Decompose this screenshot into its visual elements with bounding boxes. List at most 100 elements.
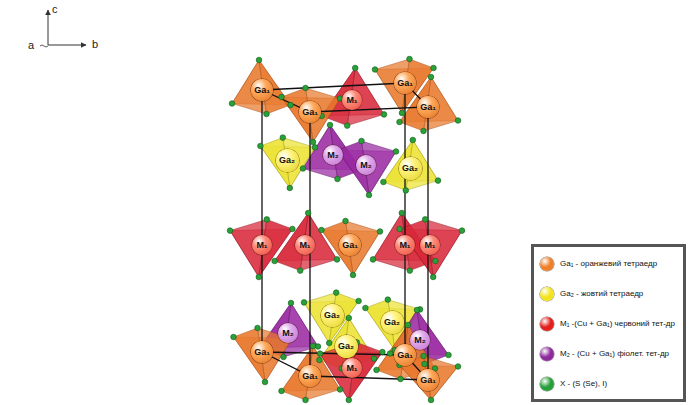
x-atom (397, 119, 403, 125)
x-atom (381, 112, 387, 118)
atom-label: M₂ (282, 329, 294, 338)
x-atom (356, 298, 362, 304)
atom-label: Ga₂ (384, 318, 400, 327)
x-atom (312, 145, 318, 151)
atom-label: Ga₁ (342, 241, 358, 250)
atom-label: M₂ (327, 151, 339, 160)
legend-swatch (540, 347, 554, 361)
tetrahedra (230, 59, 462, 400)
atom-sphere: M₂ (278, 323, 298, 343)
axis-indicator (40, 10, 86, 47)
x-atom (397, 226, 403, 232)
atom-sphere: M₁ (252, 235, 272, 255)
atom-sphere: Ga₁ (394, 72, 416, 94)
atom-sphere: Ga₁ (394, 344, 416, 366)
legend-swatch (540, 377, 554, 391)
atom-label: Ga₂ (324, 311, 340, 320)
x-atom (343, 218, 349, 224)
legend-row: Ga₂ - жовтий тетраедр (534, 279, 683, 309)
x-atom (335, 176, 341, 182)
x-atom (422, 361, 428, 367)
legend-row: M₂ - (Cu + Ga₁) фіолет. тет-др (534, 339, 683, 369)
legend-text: M₁ -(Cu + Ga₁) червоний тет-др (560, 320, 675, 329)
x-atom (421, 353, 427, 359)
x-atom (288, 300, 294, 306)
atom-sphere: Ga₁ (417, 96, 439, 118)
x-atom (280, 135, 286, 141)
atom-label: M₁ (299, 241, 310, 250)
x-atom (374, 367, 380, 373)
x-atom (297, 268, 303, 274)
legend-text: Ga₁ - оранжевий тетраедр (560, 260, 657, 269)
x-atom (344, 123, 350, 129)
atom-sphere: Ga₁ (251, 341, 273, 363)
atom-sphere: Ga₂ (399, 157, 422, 180)
x-atom (410, 137, 416, 143)
x-atom (399, 210, 405, 216)
x-atom (303, 397, 309, 403)
x-atom (372, 67, 378, 73)
atom-label: Ga₁ (254, 348, 270, 357)
x-atom (264, 111, 270, 117)
x-atom (310, 139, 316, 145)
atom-label: Ga₂ (279, 156, 295, 165)
x-atom (319, 227, 325, 233)
x-atom (414, 307, 420, 313)
x-atom (352, 65, 358, 71)
x-atom (256, 274, 262, 280)
x-atom (264, 217, 270, 223)
atom-sphere: M₁ (342, 358, 362, 378)
x-atom (380, 349, 386, 355)
x-atom (279, 94, 285, 100)
atom-sphere: M₁ (420, 235, 440, 255)
x-atom (421, 128, 427, 134)
atom-sphere: Ga₂ (381, 311, 404, 334)
atom-label: Ga₁ (420, 376, 436, 385)
x-atom (370, 257, 376, 263)
x-atom (366, 192, 372, 198)
atom-label: M₁ (346, 96, 357, 105)
x-atom (229, 101, 235, 107)
legend-row: Ga₁ - оранжевий тетраедр (534, 249, 683, 279)
x-atom (455, 118, 461, 124)
x-atom (428, 74, 434, 80)
atom-label: M₁ (424, 241, 435, 250)
x-atom (337, 387, 343, 393)
x-atom (407, 56, 413, 62)
x-atom (310, 343, 316, 349)
atom-sphere: Ga₂ (335, 335, 358, 358)
atom-sphere: Ga₂ (276, 149, 299, 172)
x-atom (381, 179, 387, 185)
x-atom (393, 149, 399, 155)
x-atom (371, 356, 377, 362)
atom-label: M₂ (414, 336, 426, 345)
x-atom (303, 85, 309, 91)
x-atom (334, 257, 340, 263)
atom-label: Ga₁ (254, 86, 270, 95)
x-atom (385, 297, 391, 303)
atom-sphere: M₂ (323, 145, 343, 165)
atom-sphere: Ga₁ (299, 101, 321, 123)
atom-label: Ga₂ (338, 342, 354, 351)
x-atom (231, 334, 237, 340)
x-atom (305, 210, 311, 216)
atom-sphere: Ga₂ (321, 304, 344, 327)
x-atom (262, 379, 268, 385)
x-atom (227, 228, 233, 234)
x-atom (333, 290, 339, 296)
atom-sphere: Ga₁ (251, 79, 273, 101)
x-atom (455, 364, 461, 370)
x-atom (431, 65, 437, 71)
atom-sphere: Ga₁ (339, 234, 361, 256)
x-atom (288, 102, 294, 108)
x-atom (433, 258, 439, 264)
legend-swatch (540, 287, 554, 301)
unit-cell (262, 83, 428, 380)
x-atom (377, 229, 383, 235)
x-atom (317, 357, 323, 363)
x-atom (326, 340, 332, 346)
legend-box: Ga₁ - оранжевий тетраедрGa₂ - жовтий тет… (531, 244, 686, 402)
atom-sphere: M₁ (295, 235, 315, 255)
x-atom (363, 305, 369, 311)
